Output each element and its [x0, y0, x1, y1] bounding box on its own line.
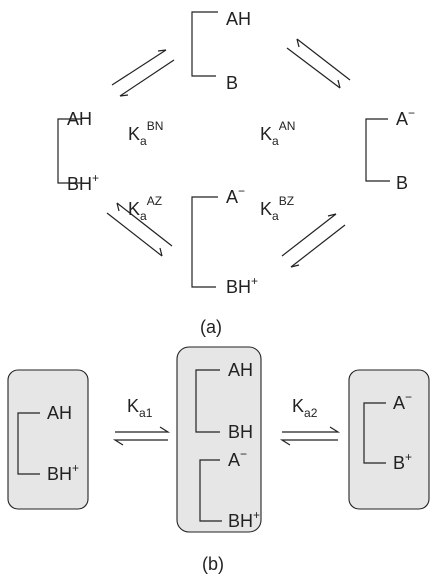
box-center-first-lower: BH: [228, 422, 253, 442]
species-bottom-lower: BH+: [226, 274, 258, 297]
species-left-lower: BH+: [67, 171, 99, 194]
equilibrium-arrow-b-right: [279, 426, 341, 446]
constant-az: KaAZ: [128, 194, 162, 223]
caption-a: (a): [200, 317, 222, 337]
panel-b: AH BH+ AH BH A− BH+ A− B+ Ka1 Ka2: [7, 346, 430, 574]
equilibrium-arrow-b-left: [112, 426, 171, 446]
constant-an: KaAN: [260, 119, 295, 148]
species-right: A− B: [365, 106, 415, 193]
species-top: AH B: [191, 9, 251, 93]
species-top-lower: B: [226, 73, 238, 93]
constant-bz: KaBZ: [260, 194, 294, 223]
box-center-second-lower: BH+: [228, 508, 260, 531]
species-top-upper: AH: [226, 9, 251, 29]
caption-b: (b): [202, 554, 224, 574]
box-left-upper: AH: [47, 403, 72, 423]
box-left: AH BH+: [7, 369, 89, 510]
box-right-lower: B+: [393, 450, 412, 473]
equilibrium-arrow-bottom-left: [106, 202, 173, 257]
panel-a: AH B AH BH+ A− B A− BH+ KaBN KaAN KaAZ K…: [57, 9, 415, 337]
equilibrium-arrow-bottom-right: [281, 213, 346, 268]
box-center: AH BH A− BH+: [176, 346, 262, 533]
box-right-upper: A−: [393, 390, 412, 413]
species-left: AH BH+: [57, 109, 99, 194]
species-bottom-upper: A−: [226, 184, 245, 207]
box-center-first-upper: AH: [228, 360, 253, 380]
box-right: A− B+: [348, 369, 430, 510]
equilibrium-arrow-top-left: [111, 49, 175, 97]
constant-bn: KaBN: [128, 119, 163, 148]
constant-ka2: Ka2: [292, 396, 318, 420]
box-center-second-upper: A−: [228, 447, 247, 470]
box-left-lower: BH+: [47, 461, 79, 484]
species-right-lower: B: [396, 173, 408, 193]
equilibrium-arrow-top-right: [286, 38, 351, 89]
species-left-upper: AH: [67, 109, 92, 129]
species-right-upper: A−: [396, 106, 415, 129]
species-bottom: A− BH+: [191, 184, 258, 297]
constant-ka1: Ka1: [127, 396, 153, 420]
